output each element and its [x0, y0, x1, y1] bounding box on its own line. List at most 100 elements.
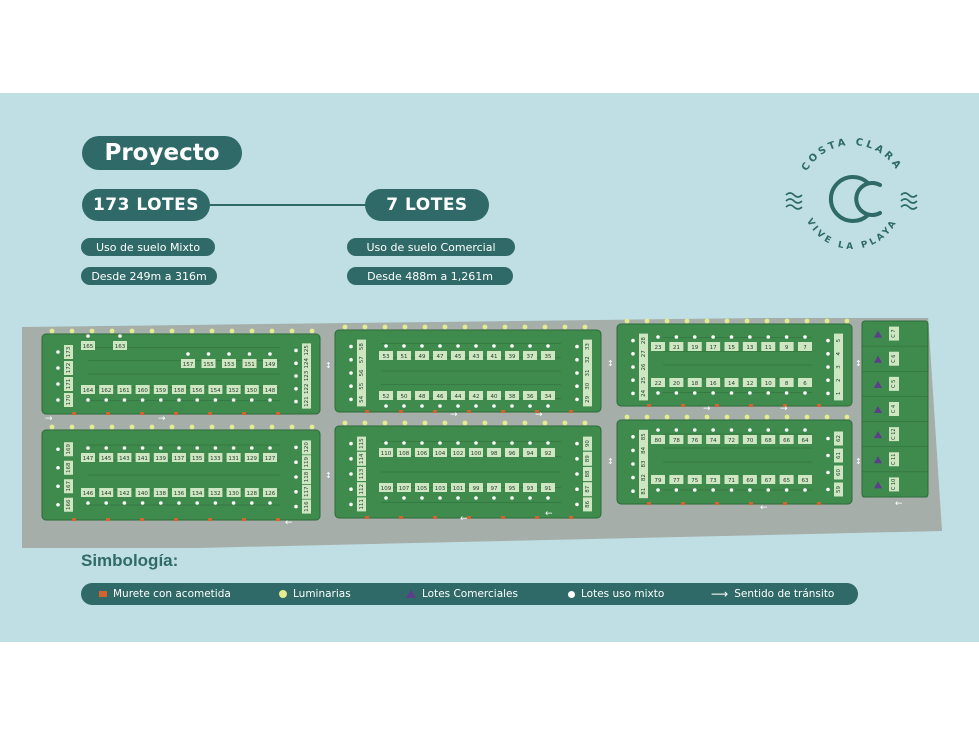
commercial-lot-number[interactable]: C 11 — [891, 454, 897, 465]
lot-number[interactable]: 139 — [156, 456, 167, 462]
lot-number[interactable]: 68 — [765, 438, 772, 444]
lot-number[interactable]: 151 — [244, 362, 255, 368]
lot-number[interactable]: 50 — [401, 394, 408, 400]
lot-number[interactable]: 56 — [359, 369, 365, 376]
lot-number[interactable]: 87 — [585, 485, 591, 492]
lot-number[interactable]: 89 — [585, 455, 591, 462]
lot-number[interactable]: 64 — [802, 438, 809, 444]
lot-number[interactable]: 134 — [192, 491, 203, 497]
lot-number[interactable]: 33 — [585, 343, 591, 350]
lot-number[interactable]: 28 — [641, 337, 647, 344]
lot-number[interactable]: 51 — [401, 354, 408, 360]
lot-number[interactable]: 11 — [765, 345, 772, 351]
lot-number[interactable]: 8 — [785, 381, 789, 387]
lot-number[interactable]: 66 — [783, 438, 790, 444]
lot-number[interactable]: 132 — [210, 491, 221, 497]
lot-number[interactable]: 155 — [203, 362, 214, 368]
lot-number[interactable]: 24 — [641, 389, 647, 396]
lot-number[interactable]: 141 — [137, 456, 148, 462]
lot-number[interactable]: 15 — [728, 345, 735, 351]
lot-number[interactable]: 166 — [66, 499, 72, 510]
lot-number[interactable]: 75 — [691, 478, 698, 484]
lot-number[interactable]: 94 — [527, 451, 534, 457]
lot-number[interactable]: 169 — [66, 444, 72, 455]
commercial-lot-number[interactable]: C 4 — [891, 405, 897, 413]
lot-number[interactable]: 136 — [174, 491, 185, 497]
lot-number[interactable]: 158 — [174, 388, 185, 394]
lot-number[interactable]: 153 — [224, 362, 235, 368]
lot-number[interactable]: 148 — [265, 388, 276, 394]
lot-number[interactable]: 99 — [473, 486, 480, 492]
lot-number[interactable]: 57 — [359, 356, 365, 363]
lot-number[interactable]: 30 — [585, 382, 591, 389]
lot-number[interactable]: 120 — [304, 442, 310, 453]
lot-number[interactable]: 117 — [304, 486, 310, 497]
lot-number[interactable]: 172 — [66, 363, 72, 374]
lot-number[interactable]: 126 — [265, 491, 276, 497]
lot-number[interactable]: 35 — [545, 354, 552, 360]
lot-number[interactable]: 127 — [265, 456, 276, 462]
lot-number[interactable]: 95 — [509, 486, 516, 492]
lot-number[interactable]: 142 — [119, 491, 130, 497]
lot-number[interactable]: 116 — [304, 501, 310, 512]
lot-number[interactable]: 157 — [183, 362, 194, 368]
lot-number[interactable]: 2 — [836, 378, 842, 382]
lot-number[interactable]: 149 — [265, 362, 276, 368]
lot-number[interactable]: 146 — [83, 491, 94, 497]
lot-number[interactable]: 92 — [545, 451, 552, 457]
lot-number[interactable]: 53 — [383, 354, 390, 360]
lot-number[interactable]: 109 — [381, 486, 392, 492]
lot-number[interactable]: 114 — [359, 453, 365, 464]
lot-number[interactable]: 6 — [803, 381, 807, 387]
lot-number[interactable]: 161 — [119, 388, 130, 394]
lot-number[interactable]: 31 — [585, 370, 591, 377]
lot-number[interactable]: 16 — [710, 381, 717, 387]
lot-number[interactable]: 43 — [473, 354, 480, 360]
lot-number[interactable]: 104 — [435, 451, 446, 457]
lot-number[interactable]: 61 — [836, 452, 842, 459]
lot-number[interactable]: 27 — [641, 350, 647, 357]
lot-number[interactable]: 7 — [803, 345, 807, 351]
lot-number[interactable]: 73 — [710, 478, 717, 484]
lot-number[interactable]: 138 — [156, 491, 167, 497]
lot-number[interactable]: 111 — [359, 499, 365, 510]
lot-number[interactable]: 69 — [746, 478, 753, 484]
lot-number[interactable]: 168 — [66, 462, 72, 473]
lot-number[interactable]: 152 — [228, 388, 239, 394]
lot-number[interactable]: 65 — [783, 478, 790, 484]
commercial-lot-number[interactable]: C 7 — [891, 329, 897, 337]
lot-number[interactable]: 79 — [655, 478, 662, 484]
lot-number[interactable]: 76 — [691, 438, 698, 444]
lot-number[interactable]: 26 — [641, 363, 647, 370]
lot-number[interactable]: 100 — [471, 451, 482, 457]
lot-number[interactable]: 77 — [673, 478, 680, 484]
lot-number[interactable]: 60 — [836, 469, 842, 476]
lot-number[interactable]: 70 — [746, 438, 753, 444]
lot-number[interactable]: 13 — [746, 345, 753, 351]
lot-number[interactable]: 74 — [710, 438, 717, 444]
lot-number[interactable]: 3 — [836, 365, 842, 369]
lot-number[interactable]: 123 — [304, 370, 310, 381]
lot-number[interactable]: 39 — [509, 354, 516, 360]
lot-number[interactable]: 131 — [228, 456, 239, 462]
lot-number[interactable]: 106 — [417, 451, 428, 457]
lot-number[interactable]: 165 — [83, 344, 94, 350]
lot-number[interactable]: 102 — [453, 451, 464, 457]
lot-number[interactable]: 163 — [115, 344, 126, 350]
lot-number[interactable]: 167 — [66, 481, 72, 492]
lot-number[interactable]: 37 — [527, 354, 534, 360]
lot-number[interactable]: 9 — [785, 345, 789, 351]
lot-number[interactable]: 173 — [66, 346, 72, 357]
lot-number[interactable]: 49 — [419, 354, 426, 360]
lot-number[interactable]: 19 — [691, 345, 698, 351]
lot-number[interactable]: 62 — [836, 435, 842, 442]
lot-number[interactable]: 20 — [673, 381, 680, 387]
lot-number[interactable]: 29 — [585, 395, 591, 402]
lot-number[interactable]: 21 — [673, 345, 680, 351]
lot-number[interactable]: 47 — [437, 354, 444, 360]
lot-number[interactable]: 52 — [383, 394, 390, 400]
lot-number[interactable]: 164 — [83, 388, 94, 394]
lot-number[interactable]: 14 — [728, 381, 735, 387]
lot-number[interactable]: 91 — [545, 486, 552, 492]
lot-number[interactable]: 59 — [836, 486, 842, 493]
